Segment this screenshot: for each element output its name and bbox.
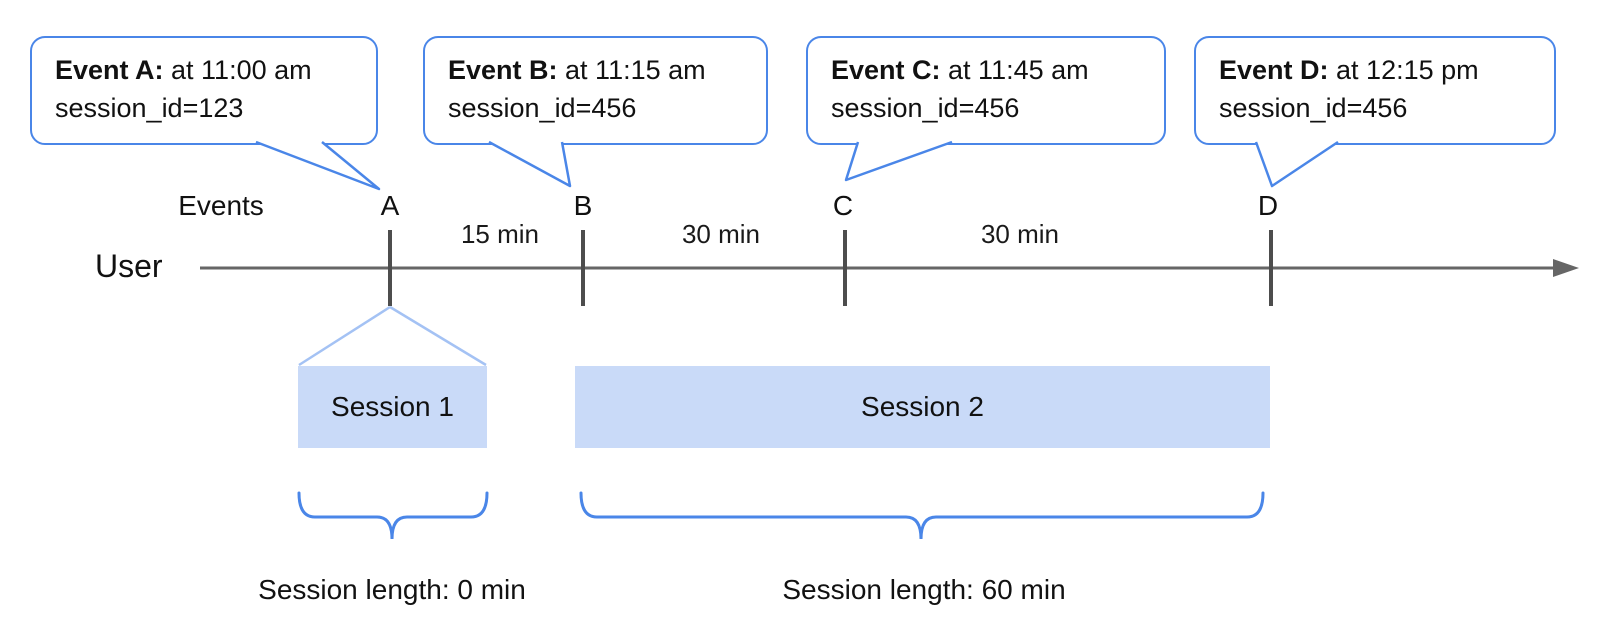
- session-bar-1: Session 1: [298, 366, 487, 448]
- event-letter-b: B: [573, 190, 593, 221]
- event-callout-b: Event B: at 11:15 am session_id=456: [423, 36, 768, 145]
- event-session-id: session_id=456: [448, 93, 637, 123]
- events-row-label: Events: [178, 190, 264, 221]
- interval-label-2: 30 min: [681, 219, 761, 249]
- event-letter-a: A: [380, 190, 400, 221]
- event-title: Event C:: [831, 55, 941, 85]
- event-letter-d: D: [1257, 190, 1279, 221]
- interval-label-1: 15 min: [460, 219, 540, 249]
- interval-label-3: 30 min: [980, 219, 1060, 249]
- event-callout-line1: Event D: at 12:15 pm: [1219, 51, 1544, 89]
- callout-tail-c: [844, 140, 953, 182]
- session-bar-label: Session 2: [861, 391, 984, 422]
- user-row-label: User: [95, 248, 163, 284]
- timeline-arrowhead: [1553, 259, 1579, 277]
- event-title: Event B:: [448, 55, 558, 85]
- event-session-id: session_id=123: [55, 93, 244, 123]
- callout-tail-a: [255, 140, 381, 191]
- event-callout-a: Event A: at 11:00 am session_id=123: [30, 36, 378, 145]
- event-time: at 11:00 am: [163, 55, 312, 85]
- session-funnel-line-left: [298, 305, 391, 367]
- event-time: at 12:15 pm: [1328, 55, 1479, 85]
- callout-tail-b: [488, 140, 572, 188]
- event-callout-line1: Event B: at 11:15 am: [448, 51, 756, 89]
- session-brace-1: [297, 491, 489, 540]
- event-callout-c: Event C: at 11:45 am session_id=456: [806, 36, 1166, 145]
- session-funnel-line-right: [389, 305, 487, 367]
- session-length-label-2: Session length: 60 min: [782, 574, 1066, 605]
- session-brace-2: [579, 491, 1265, 540]
- session-bar-2: Session 2: [575, 366, 1270, 448]
- event-session-id: session_id=456: [1219, 93, 1408, 123]
- event-callout-line1: Event A: at 11:00 am: [55, 51, 366, 89]
- event-callout-line1: Event C: at 11:45 am: [831, 51, 1154, 89]
- session-length-label-1: Session length: 0 min: [258, 574, 526, 605]
- event-letter-c: C: [832, 190, 854, 221]
- event-time: at 11:45 am: [940, 55, 1089, 85]
- event-session-id: session_id=456: [831, 93, 1020, 123]
- event-callout-d: Event D: at 12:15 pm session_id=456: [1194, 36, 1556, 145]
- event-title: Event A:: [55, 55, 164, 85]
- event-time: at 11:15 am: [557, 55, 706, 85]
- callout-tail-d: [1254, 140, 1339, 188]
- session-bar-label: Session 1: [331, 391, 454, 422]
- event-title: Event D:: [1219, 55, 1329, 85]
